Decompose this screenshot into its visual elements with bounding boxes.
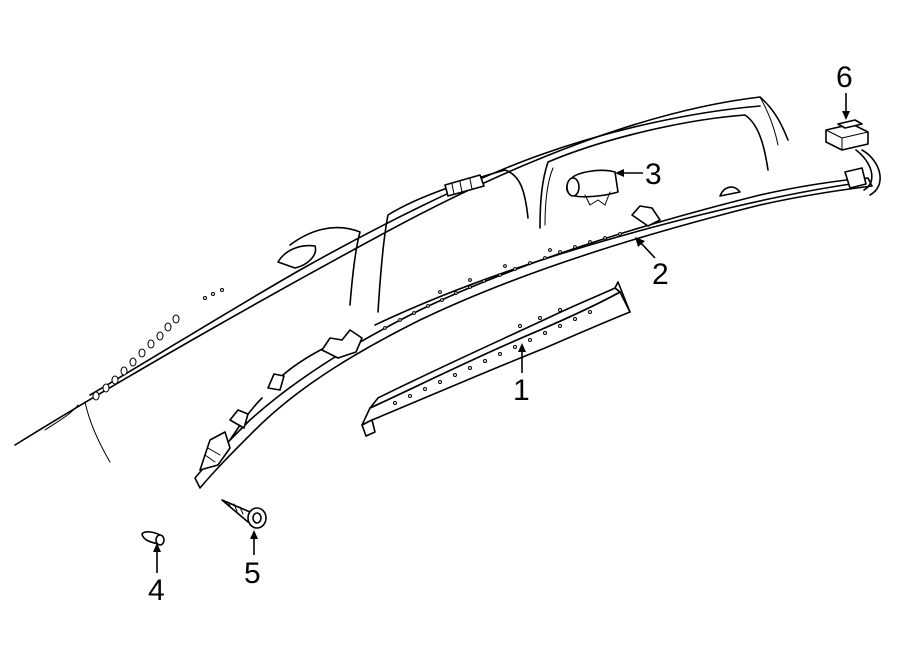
- callout-2: 2: [652, 258, 669, 291]
- callout-1: 1: [513, 374, 530, 407]
- callout-arrows: [153, 93, 850, 573]
- rail-holes: [383, 232, 622, 330]
- trim-molding-part-1: [361, 281, 631, 437]
- clip-part-3: [565, 169, 619, 206]
- callout-labels: 1 2 3 4 5 6: [148, 61, 853, 607]
- connector-part-6: [825, 119, 869, 151]
- side-rail-part-2: [194, 149, 881, 489]
- molding-holes: [393, 308, 592, 405]
- screw-part-5: [221, 499, 267, 529]
- plug-part-4: [141, 531, 165, 546]
- pillar-holes: [92, 288, 224, 401]
- callout-3: 3: [645, 158, 662, 191]
- callout-6: 6: [836, 61, 853, 94]
- callout-4: 4: [148, 574, 165, 607]
- callout-5: 5: [244, 557, 261, 590]
- vehicle-roof-outline: [14, 96, 789, 463]
